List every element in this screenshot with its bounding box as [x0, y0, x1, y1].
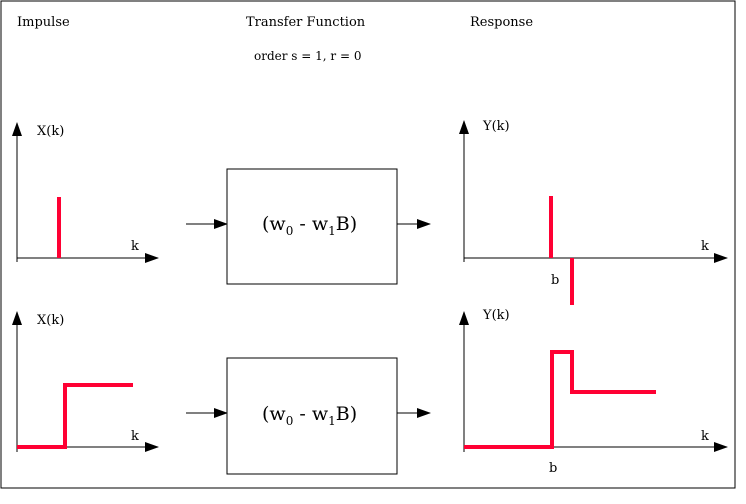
step-input-signal: [17, 383, 133, 449]
transfer-box-top: [226, 168, 398, 285]
order-label: order s = 1, r = 0: [254, 49, 361, 63]
response-bottom-k-label: k: [701, 429, 709, 444]
step-response-signal: [464, 350, 656, 449]
response-top-k-label: k: [701, 239, 709, 254]
header-transfer-function: Transfer Function: [246, 15, 366, 30]
step-bottom-y-label: X(k): [37, 313, 64, 328]
impulse-top-y-label: X(k): [37, 124, 64, 139]
response-top-y-label: Y(k): [482, 119, 510, 134]
response-bottom-y-label: Y(k): [482, 308, 510, 323]
step-bottom-k-label: k: [131, 429, 139, 444]
impulse-top-k-label: k: [131, 239, 139, 254]
transfer-formula-bottom: (w0 - w1B): [262, 403, 357, 428]
header-impulse: Impulse: [17, 15, 70, 30]
response-top-b-label: b: [551, 273, 559, 288]
transfer-formula-top: (w0 - w1B): [262, 213, 357, 238]
response-bottom-b-label: b: [549, 461, 557, 476]
outer-border: [0, 0, 736, 489]
transfer-box-bottom: [226, 357, 398, 475]
header-response: Response: [470, 15, 533, 30]
